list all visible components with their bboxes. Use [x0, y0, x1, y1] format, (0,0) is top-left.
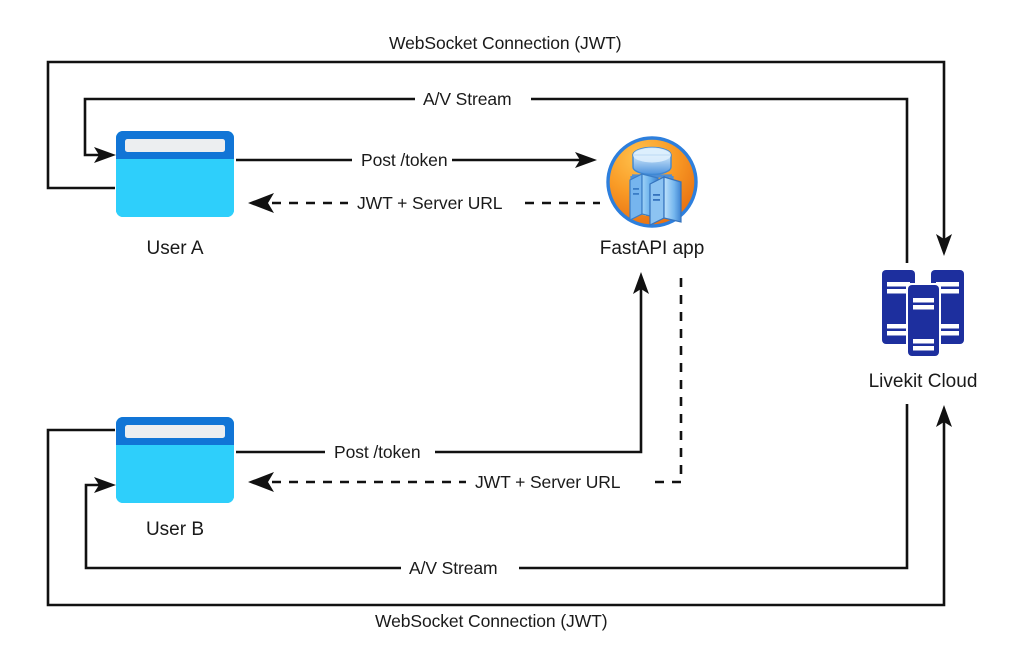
- edge-av-stream-top: [83, 97, 909, 263]
- edge-av-stream-bottom: [84, 404, 909, 570]
- node-label-fastapi-app: FastAPI app: [599, 238, 705, 259]
- edge-label-post-token-a: Post /token: [357, 150, 452, 170]
- edge-post-token-a: [236, 152, 597, 168]
- edge-websocket-top: [46, 60, 952, 256]
- server-database-icon: [606, 136, 698, 228]
- arrow-head-jwt-url-b: [248, 472, 274, 492]
- node-label-user-a: User A: [146, 238, 204, 259]
- node-livekit-cloud[interactable]: [881, 266, 965, 358]
- edge-jwt-url-b: [248, 272, 683, 492]
- node-fastapi-app[interactable]: [606, 136, 698, 228]
- edge-label-post-token-b: Post /token: [330, 442, 425, 462]
- edge-label-av-stream-top: A/V Stream: [419, 89, 516, 109]
- edge-label-av-stream-bottom: A/V Stream: [405, 558, 502, 578]
- server-stack-icon: [882, 270, 964, 358]
- node-user-b-browser-window[interactable]: [116, 417, 234, 503]
- edge-label-websocket-bottom: WebSocket Connection (JWT): [375, 611, 608, 631]
- arrow-head-websocket-top: [936, 234, 952, 256]
- browser-viewport-icon: [116, 159, 234, 217]
- arrow-head-av-stream-top: [94, 147, 116, 163]
- node-label-livekit-cloud: Livekit Cloud: [868, 371, 978, 392]
- browser-url-bar-icon: [125, 138, 225, 152]
- edge-post-token-b: [236, 272, 649, 454]
- arrow-head-websocket-bottom: [936, 405, 952, 427]
- browser-url-bar-icon: [125, 424, 225, 438]
- edge-jwt-url-a: [248, 193, 600, 213]
- edge-label-websocket-top: WebSocket Connection (JWT): [389, 33, 622, 53]
- arrow-head-post-token-b: [633, 272, 649, 294]
- arrow-head-post-token-a: [575, 152, 597, 168]
- node-user-a-browser-window[interactable]: [116, 131, 234, 217]
- arrow-head-av-stream-bottom: [94, 477, 116, 493]
- arrow-head-jwt-url-a: [248, 193, 274, 213]
- browser-titlebar-icon: [116, 417, 234, 445]
- edge-websocket-bottom: [46, 405, 952, 607]
- edge-label-jwt-url-a: JWT + Server URL: [353, 193, 507, 213]
- browser-viewport-icon: [116, 445, 234, 503]
- node-label-user-b: User B: [145, 519, 205, 540]
- edge-label-jwt-url-b: JWT + Server URL: [471, 472, 625, 492]
- browser-titlebar-icon: [116, 131, 234, 159]
